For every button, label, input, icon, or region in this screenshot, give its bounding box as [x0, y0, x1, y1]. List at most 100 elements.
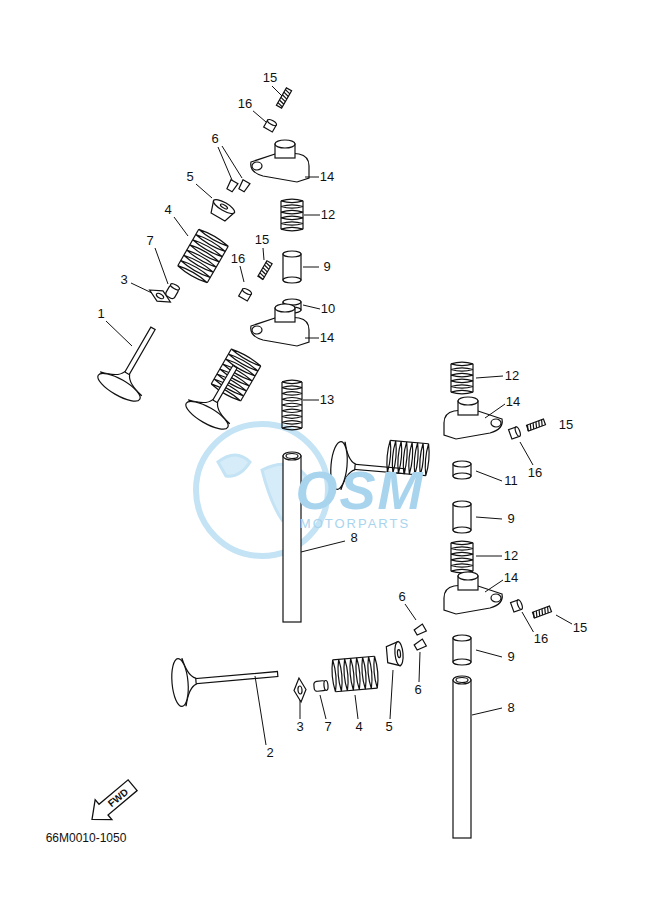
callout-number: 7	[323, 720, 332, 734]
callout-number: 5	[384, 720, 393, 734]
screw-thread	[537, 421, 540, 427]
spring-edge	[241, 366, 261, 401]
spring-retainer	[386, 641, 404, 666]
valve-spring	[281, 199, 303, 231]
screw-body	[276, 88, 291, 108]
screw-thread	[538, 610, 541, 616]
screw-body	[258, 261, 272, 280]
screw-thread	[529, 424, 532, 430]
nut-top	[267, 118, 278, 126]
valve-collet	[238, 180, 250, 193]
cylinder-top	[453, 501, 471, 507]
rocker-arm	[251, 304, 309, 346]
watermark-logo: OSM	[294, 462, 425, 518]
retainer-hole	[397, 650, 401, 658]
valve-collet	[414, 639, 427, 651]
spring-seat	[147, 285, 174, 307]
screw-thread	[532, 612, 535, 618]
callout-number: 14	[319, 170, 335, 184]
callout-number: 15	[558, 418, 574, 432]
valve-head	[182, 396, 232, 434]
cylinder-top	[453, 635, 471, 641]
spring-edge	[450, 543, 451, 571]
valve-spring	[451, 362, 473, 394]
spring-edge	[335, 688, 377, 692]
valve	[182, 355, 256, 434]
adjuster-hole	[491, 594, 501, 602]
callout-number: 16	[230, 252, 246, 266]
adjusting-screw	[258, 261, 272, 280]
callout-number: 13	[319, 393, 335, 407]
cylinder-body	[453, 504, 471, 530]
callout-number: 14	[505, 395, 521, 409]
callout-number: 15	[262, 71, 278, 85]
tappet-sleeve	[453, 501, 471, 533]
callout-number: 16	[527, 466, 543, 480]
retainer-top	[212, 197, 237, 216]
rocker-pivot-top	[458, 572, 478, 580]
spring-coil	[282, 380, 302, 430]
spring-edge	[390, 440, 428, 443]
valve-stem	[124, 327, 155, 376]
lock-nut	[511, 599, 524, 612]
spring-seat	[293, 678, 307, 703]
retainer-top	[394, 641, 404, 666]
spring-edge	[281, 382, 282, 428]
fwd-arrow	[84, 775, 141, 829]
nut-top	[242, 287, 253, 295]
tappet-sleeve	[453, 635, 471, 665]
cylinder-top	[283, 251, 301, 257]
callout-number: 16	[533, 632, 549, 646]
adjusting-screw	[276, 88, 291, 108]
callout-number: 9	[322, 260, 331, 274]
callout-number: 2	[265, 746, 274, 760]
callout-number: 8	[349, 531, 358, 545]
rod-top	[453, 676, 471, 684]
tappet-shim	[453, 461, 471, 479]
spring-edge	[301, 382, 302, 428]
rocker-pivot-top	[275, 304, 295, 312]
callout-number: 9	[506, 650, 515, 664]
spring-edge	[302, 201, 303, 229]
seat-hole	[156, 292, 165, 299]
callout-number: 15	[254, 233, 270, 247]
adjuster-hole	[252, 162, 262, 170]
callout-number: 14	[319, 331, 335, 345]
seal-top	[324, 680, 329, 690]
callout-number: 14	[503, 571, 519, 585]
stem-seal	[314, 680, 329, 691]
callout-number: 10	[320, 302, 336, 316]
spring-coil	[451, 362, 473, 394]
lock-nut	[509, 426, 522, 439]
valve-collet	[414, 624, 427, 636]
valve-spring	[177, 228, 229, 284]
spring-retainer	[208, 197, 237, 223]
collet-half	[238, 180, 250, 193]
cylinder-top	[453, 461, 471, 467]
lock-nut	[264, 118, 278, 132]
seal-top	[170, 283, 181, 291]
valve-spring	[282, 380, 302, 430]
valve-stem	[212, 365, 237, 404]
spring-edge	[207, 246, 228, 282]
collet-half	[414, 624, 427, 636]
rocker-pivot-top	[275, 140, 295, 148]
screw-thread	[541, 609, 544, 615]
valve-head	[170, 658, 190, 707]
callout-number: 12	[504, 369, 520, 383]
spring-edge	[450, 364, 451, 392]
spring-coil	[177, 228, 229, 284]
valve-stem	[194, 671, 278, 683]
screw-thread	[535, 611, 538, 617]
screw-thread	[543, 608, 546, 614]
rod-body	[453, 680, 471, 838]
callout-number: 5	[185, 170, 194, 184]
rocker-arm	[444, 572, 502, 614]
callout-number: 6	[210, 132, 219, 146]
screw-thread	[535, 422, 538, 428]
callout-number: 16	[237, 97, 253, 111]
cylinder-bottom	[453, 473, 471, 479]
valve-spring	[451, 541, 473, 573]
valve	[170, 650, 280, 707]
cylinder-bottom	[283, 277, 301, 283]
